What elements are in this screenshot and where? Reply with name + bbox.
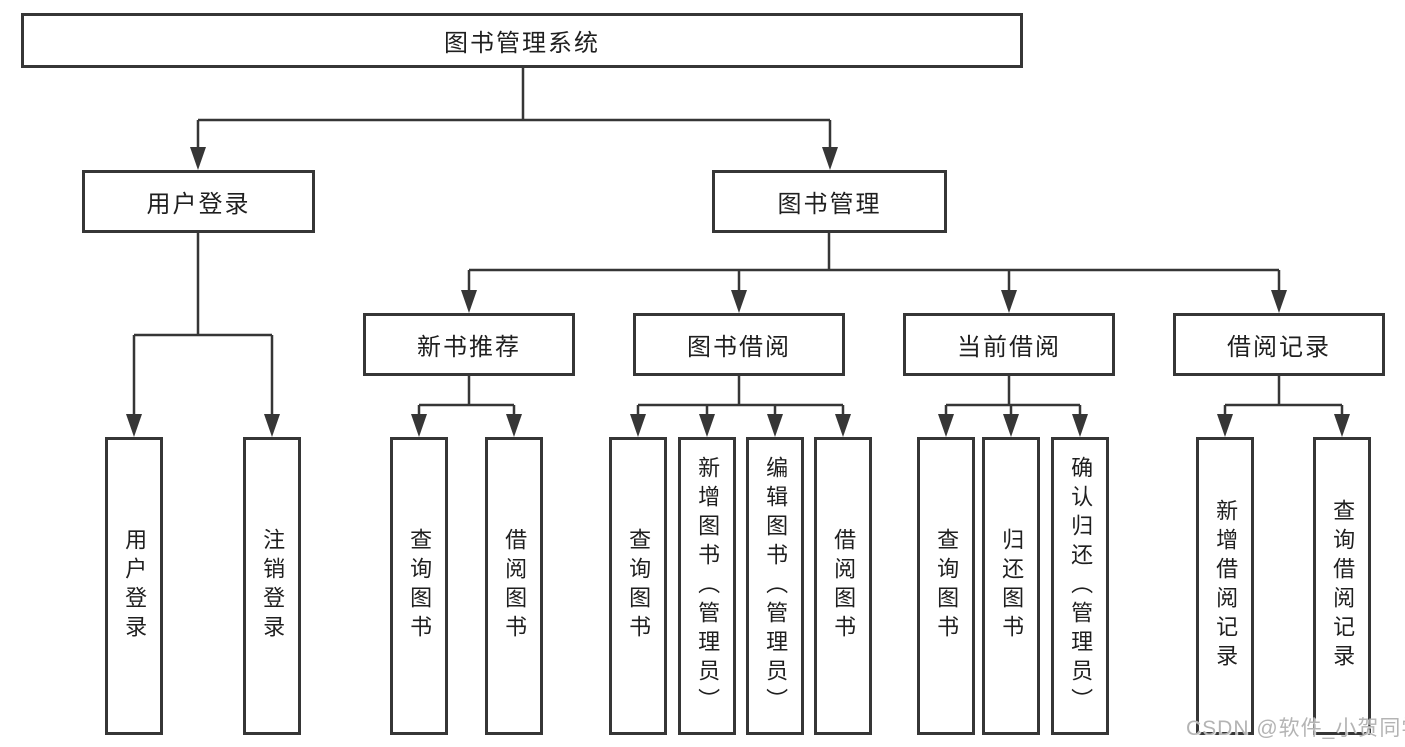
leaf-confirm-return-admin: 确认归还（管理员） bbox=[1051, 437, 1109, 735]
node-new-book-recommend-label: 新书推荐 bbox=[417, 334, 521, 361]
leaf-logout-label: 注销登录 bbox=[260, 528, 286, 644]
leaf-borrow-books-1: 借阅图书 bbox=[485, 437, 543, 735]
leaf-return-books-label: 归还图书 bbox=[999, 528, 1025, 644]
node-book-borrow-label: 图书借阅 bbox=[687, 334, 791, 361]
leaf-borrow-books-2-label: 借阅图书 bbox=[831, 528, 857, 644]
leaf-edit-book-admin: 编辑图书（管理员） bbox=[746, 437, 804, 735]
leaf-user-login-label: 用户登录 bbox=[122, 528, 148, 644]
leaf-borrow-books-1-label: 借阅图书 bbox=[502, 528, 528, 644]
leaf-query-books-2: 查询图书 bbox=[609, 437, 667, 735]
leaf-borrow-books-2: 借阅图书 bbox=[814, 437, 872, 735]
node-user-login: 用户登录 bbox=[82, 170, 315, 233]
node-new-book-recommend: 新书推荐 bbox=[363, 313, 575, 376]
leaf-query-books-1-label: 查询图书 bbox=[407, 528, 433, 644]
node-root: 图书管理系统 bbox=[21, 13, 1023, 68]
leaf-query-books-2-label: 查询图书 bbox=[626, 528, 652, 644]
leaf-confirm-return-admin-label: 确认归还（管理员） bbox=[1068, 455, 1094, 717]
leaf-add-borrow-record: 新增借阅记录 bbox=[1196, 437, 1254, 735]
watermark: CSDN @软件_小贺同学 bbox=[1186, 717, 1405, 740]
arrowheads bbox=[126, 147, 1350, 437]
node-book-management: 图书管理 bbox=[712, 170, 947, 233]
node-root-label: 图书管理系统 bbox=[444, 30, 600, 57]
leaf-query-books-1: 查询图书 bbox=[390, 437, 448, 735]
leaf-query-borrow-record-label: 查询借阅记录 bbox=[1330, 499, 1356, 673]
node-borrow-records-label: 借阅记录 bbox=[1227, 334, 1331, 361]
leaf-query-books-3: 查询图书 bbox=[917, 437, 975, 735]
leaf-user-login: 用户登录 bbox=[105, 437, 163, 735]
leaf-query-books-3-label: 查询图书 bbox=[934, 528, 960, 644]
leaf-edit-book-admin-label: 编辑图书（管理员） bbox=[763, 455, 789, 717]
node-borrow-records: 借阅记录 bbox=[1173, 313, 1385, 376]
leaf-logout: 注销登录 bbox=[243, 437, 301, 735]
leaf-add-book-admin: 新增图书（管理员） bbox=[678, 437, 736, 735]
leaf-add-book-admin-label: 新增图书（管理员） bbox=[695, 455, 721, 717]
leaf-add-borrow-record-label: 新增借阅记录 bbox=[1213, 499, 1239, 673]
node-book-borrow: 图书借阅 bbox=[633, 313, 845, 376]
leaf-query-borrow-record: 查询借阅记录 bbox=[1313, 437, 1371, 735]
node-user-login-label: 用户登录 bbox=[146, 191, 251, 218]
node-current-borrow-label: 当前借阅 bbox=[957, 334, 1061, 361]
leaf-return-books: 归还图书 bbox=[982, 437, 1040, 735]
node-current-borrow: 当前借阅 bbox=[903, 313, 1115, 376]
node-book-management-label: 图书管理 bbox=[777, 191, 882, 218]
